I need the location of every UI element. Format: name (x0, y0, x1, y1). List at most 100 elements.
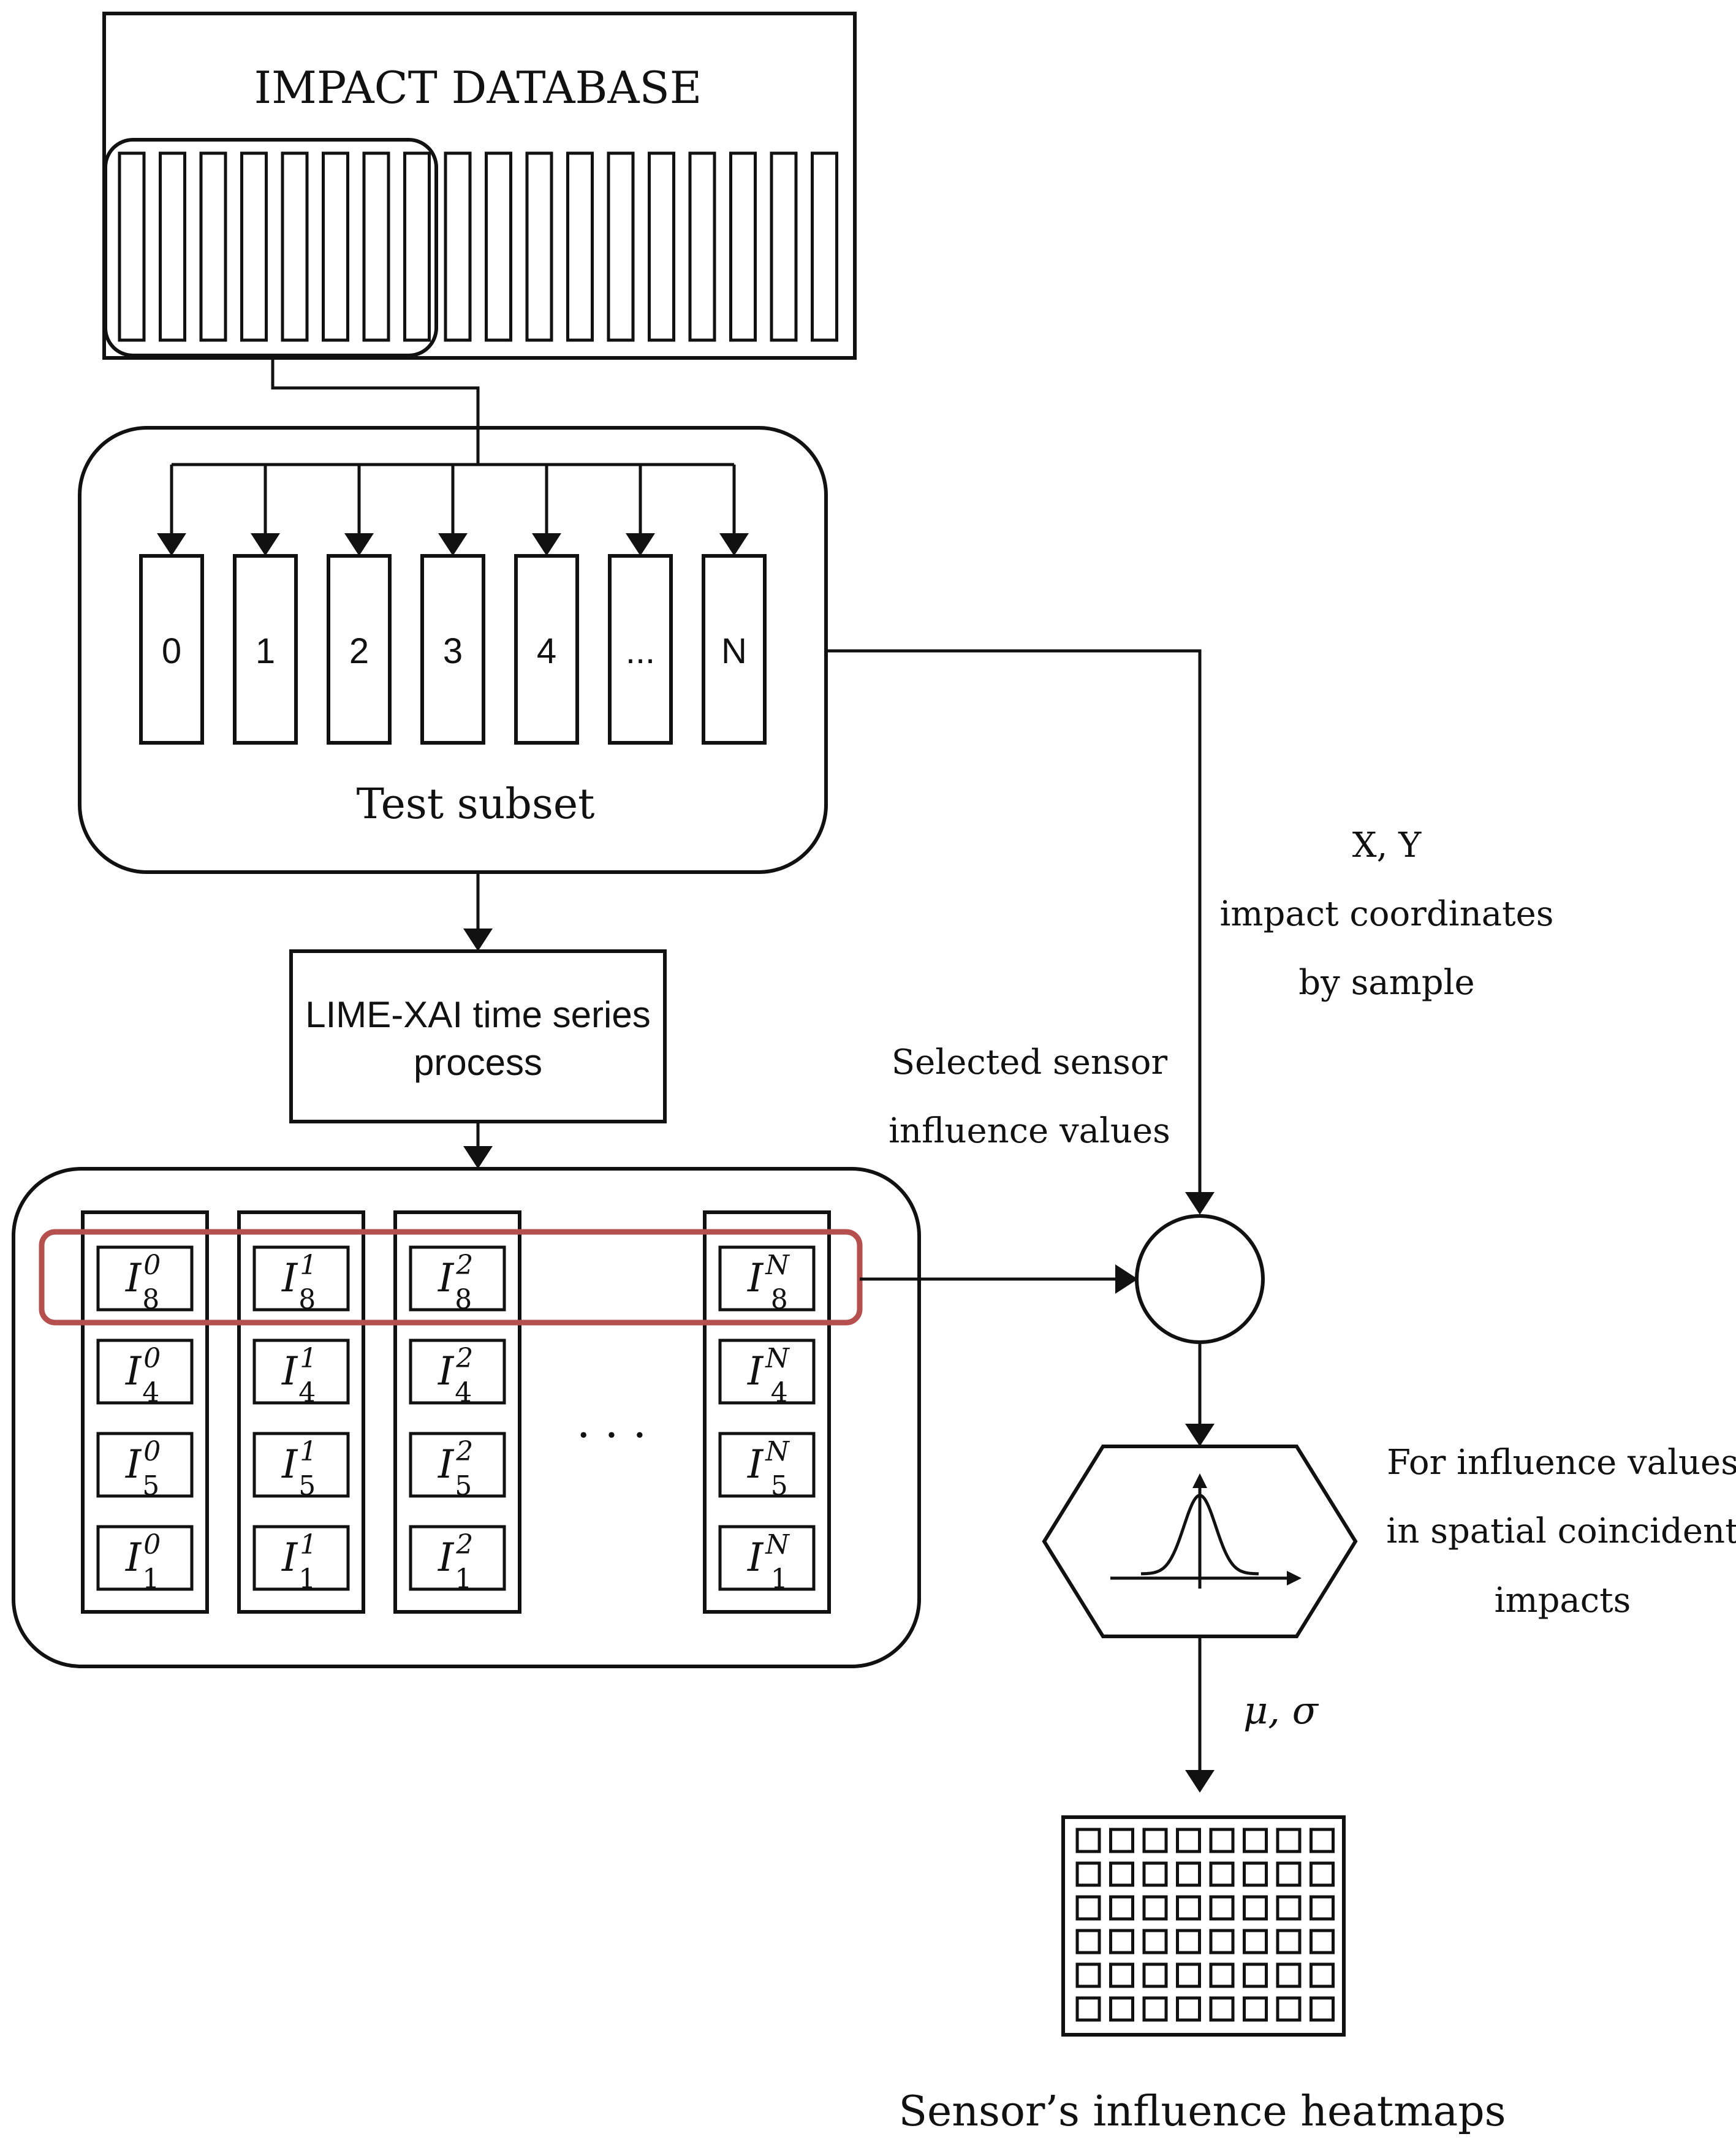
sample-arrowhead (719, 533, 749, 556)
influence-cell (96, 1339, 194, 1405)
database-record-slot (281, 151, 309, 342)
influence-column (81, 1210, 209, 1614)
stats-label-line1: For influence values (1387, 1443, 1736, 1483)
influence-cell (96, 1525, 194, 1591)
statistics-hexagon (1042, 1445, 1358, 1638)
heatmap-cell (1276, 1828, 1302, 1853)
database-record-slot (648, 151, 675, 342)
database-record-slot (729, 151, 757, 342)
sample-box (514, 554, 579, 745)
database-record-slot (688, 151, 716, 342)
heatmap-cell (1209, 1861, 1235, 1887)
heatmap-cell (1075, 1996, 1101, 2022)
sample-box (233, 554, 298, 745)
subset-selection-outline (104, 138, 438, 357)
heatmap-cell (1109, 1929, 1134, 1954)
database-record-slot (240, 151, 268, 342)
database-record-slot (322, 151, 349, 342)
heatmap-cell (1109, 1962, 1134, 1988)
influence-cell (718, 1525, 816, 1591)
sample-distribution-arrows (157, 465, 749, 556)
heatmap-cell (1243, 1895, 1268, 1921)
sample-arrowhead (157, 533, 186, 556)
heatmap-cell (1276, 1861, 1302, 1887)
sample-label: 4 (537, 631, 556, 671)
impact-database: IMPACT DATABASE (102, 12, 857, 360)
heatmap-cell (1209, 1962, 1235, 1988)
sample-label: 3 (443, 631, 463, 671)
heatmap-cell (1243, 1996, 1268, 2022)
heatmap-cell (1243, 1962, 1268, 1988)
sample-box (327, 554, 392, 745)
influence-column (237, 1210, 365, 1614)
heatmap-cell (1075, 1828, 1101, 1853)
sample-box (420, 554, 485, 745)
database-record-slot (444, 151, 472, 342)
sample-arrowhead (344, 533, 374, 556)
combiner-to-stats-arrowhead (1185, 1424, 1215, 1446)
stats-label-line2: in spatial coincident (1386, 1511, 1736, 1551)
heatmap-cell (1075, 1962, 1101, 1988)
selected-label-line1: Selected sensor (892, 1043, 1168, 1082)
influence-cell (718, 1432, 816, 1498)
process-label-line2: process (414, 1042, 542, 1083)
heatmap-cell (1310, 1929, 1335, 1954)
database-record-slot (566, 151, 594, 342)
heatmap-cell (1109, 1828, 1134, 1853)
sample-arrowhead (251, 533, 280, 556)
heatmap-cell (1142, 1962, 1168, 1988)
test-subset-label: Test subset (357, 780, 595, 829)
sample-box (702, 554, 767, 745)
heatmap-cell (1276, 1962, 1302, 1988)
stats-label-line3: impacts (1495, 1581, 1631, 1620)
coords-label-line3: by sample (1298, 963, 1474, 1003)
heatmap-cell (1310, 1861, 1335, 1887)
database-record-slot (770, 151, 798, 342)
heatmap-cell (1176, 1996, 1201, 2022)
database-record-slot (525, 151, 553, 342)
process-label-line1: LIME-XAI time series (305, 994, 650, 1035)
heatmap-cell (1109, 1895, 1134, 1921)
process-box (289, 949, 667, 1123)
selected-sensor-highlight (39, 1229, 863, 1326)
database-record-slot (403, 151, 431, 342)
sample-box (608, 554, 673, 745)
heatmap-cell (1310, 1996, 1335, 2022)
coords-to-combiner-arrowhead (1185, 1192, 1215, 1215)
gaussian-y-arrowhead (1192, 1473, 1207, 1488)
heatmap-frame (1061, 1815, 1346, 2037)
selected-label-line2: influence values (889, 1111, 1170, 1151)
heatmap-cell (1276, 1929, 1302, 1954)
statistics-node (1042, 1445, 1358, 1638)
heatmap-cell (1075, 1895, 1101, 1921)
heatmap-cell (1209, 1895, 1235, 1921)
sample-arrowhead (438, 533, 468, 556)
influence-cell (718, 1245, 816, 1312)
database-record-slot (607, 151, 635, 342)
influence-cell (96, 1432, 194, 1498)
heatmap-cell (1243, 1828, 1268, 1853)
influence-cell (718, 1339, 816, 1405)
heatmap-cells (1075, 1828, 1335, 2022)
influence-cell (96, 1245, 194, 1312)
sample-label: 0 (162, 631, 181, 671)
heatmap-cell (1243, 1929, 1268, 1954)
influence-cell (252, 1432, 350, 1498)
heatmap-cell (1209, 1929, 1235, 1954)
heatmap-cell (1176, 1895, 1201, 1921)
heatmap-cell (1176, 1861, 1201, 1887)
